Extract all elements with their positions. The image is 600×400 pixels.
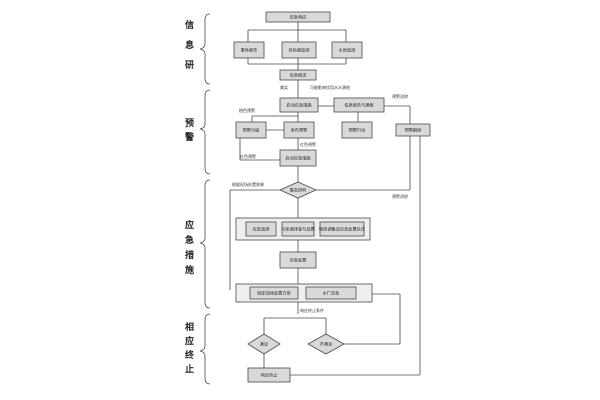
node-start: 应急响应 — [265, 11, 331, 23]
node-emergency-monitor: 应急监测 — [245, 221, 277, 237]
svg-text:预警分级: 预警分级 — [243, 127, 261, 134]
node-warn-lift: 预警解除 — [395, 123, 431, 137]
node-material: 物资调集及应急处置队伍 — [319, 221, 366, 237]
label-terminate-condition: 响应终止条件 — [300, 307, 324, 313]
svg-text:信息报告与通报: 信息报告与通报 — [344, 102, 374, 109]
label-red-warn: 红色预警 — [300, 141, 316, 147]
node-meet: 满足 — [247, 333, 281, 355]
svg-text:事件报告: 事件报告 — [241, 47, 258, 54]
svg-text:启动应急措施: 启动应急措施 — [285, 155, 311, 162]
svg-text:应急处置: 应急处置 — [290, 257, 307, 264]
node-info-report: 信息报送 — [279, 69, 317, 81]
phase-measures: 应 急 措 施 — [185, 179, 211, 309]
node-terminate: 响应终止 — [247, 367, 291, 383]
phase-info: 信 息 研 — [185, 13, 211, 85]
phase-end-label-2: 应 — [185, 335, 194, 347]
svg-text:预警解除: 预警解除 — [405, 127, 423, 134]
svg-text:事态研判: 事态研判 — [290, 187, 307, 194]
node-warn-release: 发布预警 — [283, 121, 315, 139]
label-occur: 属实 — [280, 84, 288, 90]
svg-text:应急监测: 应急监测 — [253, 226, 270, 233]
svg-text:应急响应: 应急响应 — [290, 14, 307, 21]
node-plan: 制定现场处置方案 — [249, 286, 299, 300]
node-start-measures: 启动应急措施 — [279, 97, 319, 113]
connectors — [229, 22, 421, 376]
label-warn-lift-2: 预警消除 — [392, 193, 408, 199]
phase-measures-label-3: 措 — [185, 249, 194, 261]
label-possible-impact: 可能影响饮用水水源地 — [310, 84, 350, 90]
svg-text:发布预警: 发布预警 — [291, 127, 309, 134]
label-orange-warn: 橙色预警 — [239, 107, 255, 113]
label-yellow-warn: 红色预警 — [240, 153, 256, 159]
svg-text:不满足: 不满足 — [320, 341, 333, 348]
label-adjust-plan: 根据现场处置效果 — [232, 181, 264, 187]
node-event-report: 事件报告 — [233, 41, 265, 59]
svg-text:水质监测: 水质监测 — [339, 47, 356, 54]
phase-warn-label-1: 预 — [185, 118, 194, 129]
phase-end-label-4: 止 — [185, 363, 194, 375]
phase-measures-label-4: 施 — [185, 264, 194, 276]
svg-text:水厂应急: 水厂应急 — [323, 290, 340, 297]
node-warn-action: 预警行动 — [341, 121, 373, 139]
svg-text:启动应急措施: 启动应急措施 — [286, 102, 312, 109]
svg-text:响应终止: 响应终止 — [261, 372, 278, 379]
phase-end: 相 应 终 止 — [184, 313, 211, 385]
svg-text:预警行动: 预警行动 — [349, 127, 366, 134]
phase-end-label-1: 相 — [185, 321, 194, 333]
svg-text:满足: 满足 — [260, 341, 269, 348]
svg-text:物资调集及应急处置队伍: 物资调集及应急处置队伍 — [319, 226, 366, 233]
label-warn-lift: 预警消除 — [392, 93, 408, 99]
svg-text:污染源排查与处置: 污染源排查与处置 — [281, 226, 315, 233]
phase-info-label-1: 信 — [185, 19, 194, 31]
node-not-meet: 不满足 — [307, 333, 345, 355]
phase-warn-label-2: 警 — [185, 131, 194, 143]
node-plant-emergency: 水厂应急 — [305, 286, 357, 300]
svg-text:制定现场处置方案: 制定现场处置方案 — [257, 290, 291, 297]
phase-measures-label-1: 应 — [185, 219, 194, 231]
node-research: 事态研判 — [279, 181, 317, 199]
node-risk-monitor: 风险源监测 — [281, 41, 317, 59]
phase-end-label-3: 终 — [184, 349, 195, 361]
phase-info-label-2: 息 — [185, 39, 194, 51]
node-warn-level: 预警分级 — [235, 121, 267, 139]
node-info-notify: 信息报告与通报 — [333, 97, 385, 113]
node-source-control: 污染源排查与处置 — [281, 221, 315, 237]
node-emergency-dispose: 应急处置 — [279, 251, 317, 269]
phase-measures-label-2: 急 — [185, 234, 194, 246]
phase-warn: 预 警 — [185, 89, 211, 175]
node-water-monitor: 水质监测 — [331, 41, 363, 59]
phase-info-label-3: 研 — [185, 60, 194, 71]
node-start-measures-2: 启动应急措施 — [279, 149, 317, 167]
svg-text:风险源监测: 风险源监测 — [289, 47, 310, 54]
svg-text:信息报送: 信息报送 — [290, 72, 308, 79]
